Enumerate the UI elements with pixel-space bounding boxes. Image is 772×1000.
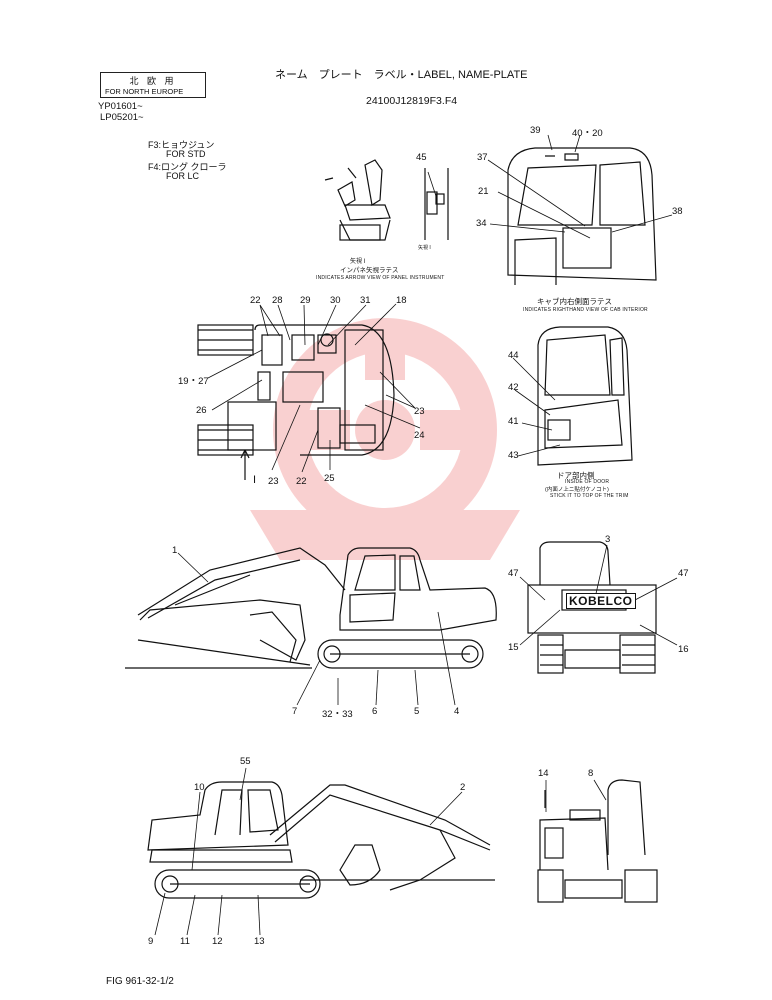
door-caption-jp2: (内面ノ上ニ貼付ケノコト) xyxy=(545,487,609,493)
panel-view-45 xyxy=(424,168,449,240)
callout-7: 7 xyxy=(292,706,298,717)
arrow-small-label: 矢視 I xyxy=(418,245,431,251)
excavator-front-view xyxy=(537,779,658,903)
cab-caption-jp: キャブ内右側面ラテス xyxy=(537,297,612,306)
callout-5: 5 xyxy=(414,706,420,717)
region-box-en: FOR NORTH EUROPE xyxy=(105,87,184,96)
callout-21: 21 xyxy=(478,186,489,197)
callout-45: 45 xyxy=(416,152,427,163)
part-number: 24100J12819F3.F4 xyxy=(366,95,458,107)
callout-44: 44 xyxy=(508,350,519,361)
page-title: ネーム プレート ラベル・LABEL, NAME-PLATE xyxy=(275,69,528,81)
callout-55: 55 xyxy=(240,756,251,767)
door-caption-en: INSIDE OF DOOR xyxy=(565,479,610,485)
callout-1: 1 xyxy=(172,545,178,556)
callout-39: 39 xyxy=(530,125,541,136)
callout-13: 13 xyxy=(254,936,265,947)
callout-11: 11 xyxy=(180,936,190,947)
callout-25: 25 xyxy=(324,473,335,484)
callout-31: 31 xyxy=(360,295,371,306)
callout-38: 38 xyxy=(672,206,683,217)
door-caption-title: ドア部内側 xyxy=(557,471,595,480)
callout-18: 18 xyxy=(396,295,407,306)
cab-front-view xyxy=(507,147,657,285)
arrow-view-jp: インパネ矢視ラテス xyxy=(340,267,399,274)
callout-29: 29 xyxy=(300,295,311,306)
callout-16: 16 xyxy=(678,644,689,655)
callout-32-33: 32・33 xyxy=(322,709,353,720)
callout-40-20: 40・20 xyxy=(572,128,603,139)
callout-22-top: 22 xyxy=(250,295,261,306)
callout-43: 43 xyxy=(508,450,519,461)
callout-10: 10 xyxy=(194,782,205,793)
callout-23-right: 23 xyxy=(414,406,425,417)
callout-2: 2 xyxy=(460,782,466,793)
callout-6: 6 xyxy=(372,706,378,717)
callout-34: 34 xyxy=(476,218,487,229)
variant-f3-jp: F3:ヒョウジュン xyxy=(148,140,215,150)
top-plan-view xyxy=(197,324,395,480)
callout-47-left: 47 xyxy=(508,568,519,579)
callout-3: 3 xyxy=(605,534,611,545)
arrow-view-en: INDICATES ARROW VIEW OF PANEL INSTRUMENT xyxy=(316,275,445,281)
excavator-left-view xyxy=(147,781,495,899)
callout-9: 9 xyxy=(148,936,154,947)
leader-lines xyxy=(154,134,678,936)
view-arrow-label: I xyxy=(253,474,257,486)
callout-12: 12 xyxy=(212,936,223,947)
variant-f4-jp: F4:ロング クローラ xyxy=(148,162,227,172)
figure-number: FIG 961-32-1/2 xyxy=(106,976,174,987)
callout-22-bottom: 22 xyxy=(296,476,307,487)
callout-14: 14 xyxy=(538,768,549,779)
operator-seat-drawing xyxy=(324,159,391,241)
callout-26: 26 xyxy=(196,405,207,416)
callout-24: 24 xyxy=(414,430,425,441)
callout-23-bottom: 23 xyxy=(268,476,279,487)
variant-f4-en: FOR LC xyxy=(166,171,200,181)
callout-15: 15 xyxy=(508,642,519,653)
callout-19-27: 19・27 xyxy=(178,376,209,387)
variant-f3-en: FOR STD xyxy=(166,149,206,159)
callout-41: 41 xyxy=(508,416,519,427)
callout-28: 28 xyxy=(272,295,283,306)
callout-47-right: 47 xyxy=(678,568,689,579)
callout-42: 42 xyxy=(508,382,519,393)
arrow-view-title: 矢視 I xyxy=(350,259,366,265)
region-box: 北 欧 用 FOR NORTH EUROPE xyxy=(100,72,206,98)
door-view xyxy=(537,326,633,466)
callout-37: 37 xyxy=(477,152,488,163)
callout-4: 4 xyxy=(454,706,460,717)
excavator-right-view xyxy=(125,547,497,669)
serial-2: LP05201~ xyxy=(100,112,144,123)
kobelco-logo-text: KOBELCO xyxy=(566,593,636,609)
serial-1: YP01601~ xyxy=(98,101,143,112)
region-box-jp: 北 欧 用 xyxy=(129,76,177,86)
callout-8: 8 xyxy=(588,768,594,779)
cab-caption-en: INDICATES RIGHTHAND VIEW OF CAB INTERIOR xyxy=(523,307,648,313)
callout-30: 30 xyxy=(330,295,341,306)
excavator-rear-view xyxy=(527,541,657,674)
door-caption-en2: STICK IT TO TOP OF THE TRIM xyxy=(550,493,629,499)
